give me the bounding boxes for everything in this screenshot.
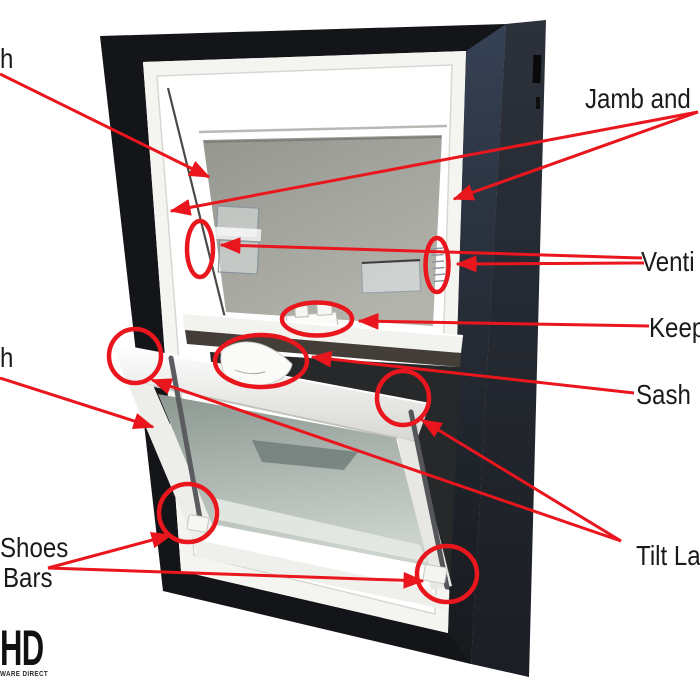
arrow-tilt-latch-left: [150, 378, 622, 543]
ellipse-vent-stop-right: [423, 235, 451, 295]
vent-stop-right-hardware: [360, 259, 422, 294]
arrow-jamb-left: [169, 110, 699, 216]
ellipse-vent-stop-left: [184, 218, 216, 280]
pivot-shoe-right: [422, 564, 448, 584]
label-sash-lock: Sash: [636, 379, 691, 410]
label-tilt-bars: Bars: [3, 562, 53, 593]
tilted-lower-sash: [111, 341, 452, 610]
ellipse-keeper: [279, 300, 355, 338]
label-pivot-shoes: Shoes: [0, 532, 69, 563]
brand-logo: HD WARE DIRECT: [0, 620, 70, 678]
label-bottom-sash: h: [0, 342, 14, 373]
arrow-vent-right: [455, 255, 645, 273]
arrow-top-sash: [0, 72, 211, 179]
label-ventilation: Venti: [641, 246, 695, 277]
jamb-gap-line: [166, 87, 231, 335]
annotation-arrows: [0, 72, 699, 589]
arrow-bottom-sash: [0, 376, 155, 430]
brand-logo-subtext: WARE DIRECT: [0, 671, 49, 678]
lower-sash-glass: [158, 394, 429, 566]
black-frame: [100, 20, 546, 677]
check-rail: [182, 312, 464, 367]
pivot-shoe-left: [186, 514, 210, 533]
side-latch-hardware: [532, 54, 542, 84]
tilt-bar-left: [168, 355, 204, 527]
arrow-jamb-right: [452, 110, 699, 201]
upper-sash: [166, 87, 464, 367]
ellipse-tilt-latch-left: [106, 326, 164, 386]
vent-stop-right-ribs: [430, 247, 446, 283]
arrow-tilt-latch-right: [420, 418, 622, 543]
arrow-keeper: [357, 312, 650, 330]
vent-stop-left: [213, 205, 262, 275]
arrow-tilt-bars: [47, 566, 425, 589]
arrow-pivot-shoes: [47, 531, 173, 570]
tilt-bar-right: [408, 409, 450, 590]
label-tilt-latches: Tilt La: [636, 540, 700, 571]
label-keeper: Keep: [649, 312, 700, 343]
label-jamb: Jamb and: [585, 83, 691, 114]
ellipse-sash-lock: [212, 332, 310, 390]
label-top-sash: h: [0, 43, 14, 74]
arrow-vent-left: [219, 237, 643, 260]
arrow-sash-lock: [310, 350, 635, 395]
ellipse-tilt-latch-right: [374, 368, 432, 428]
brand-logo-text: HD: [0, 620, 44, 676]
ellipse-pivot-left: [156, 481, 220, 545]
